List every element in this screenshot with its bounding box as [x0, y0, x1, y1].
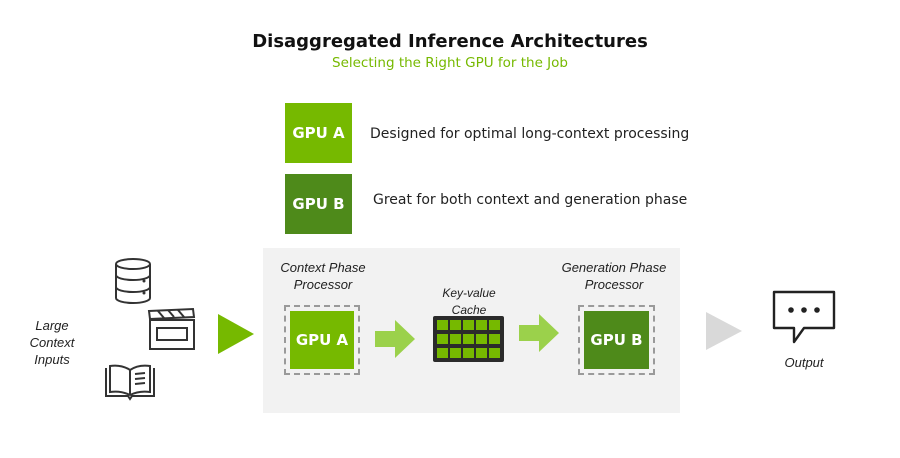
- grid-cache-icon: [433, 316, 504, 362]
- legend-gpu-b-box: GPU B: [285, 174, 352, 234]
- context-phase-label: Context Phase Processor: [266, 259, 380, 293]
- inputs-label-line2: Inputs: [34, 352, 70, 367]
- diagram-title: Disaggregated Inference Architectures: [252, 31, 648, 52]
- context-processor-frame: GPU A: [284, 305, 360, 375]
- output-arrow-icon: [704, 310, 744, 352]
- legend-gpu-b-label: GPU B: [292, 195, 345, 213]
- speech-bubble-icon: [772, 290, 836, 346]
- context-phase-line2: Processor: [293, 277, 353, 292]
- legend-gpu-a-box: GPU A: [285, 103, 352, 163]
- legend-gpu-a-description: Designed for optimal long-context proces…: [370, 126, 690, 142]
- generation-phase-label: Generation Phase Processor: [548, 259, 680, 293]
- generation-processor-frame: GPU B: [578, 305, 655, 375]
- inputs-label-line1: Large Context: [29, 318, 75, 350]
- input-arrow-icon: [216, 312, 256, 356]
- database-icon: [113, 257, 153, 305]
- generation-phase-line2: Processor: [584, 277, 644, 292]
- kv-cache-line1: Key-value: [442, 286, 496, 300]
- generation-gpu-b-box: GPU B: [584, 311, 649, 369]
- inputs-label: Large Context Inputs: [12, 317, 92, 368]
- clapperboard-icon: [146, 307, 198, 351]
- legend-gpu-a-label: GPU A: [292, 124, 345, 142]
- generation-phase-line1: Generation Phase: [561, 260, 667, 275]
- context-to-cache-arrow-icon: [374, 318, 416, 360]
- context-gpu-a-box: GPU A: [290, 311, 354, 369]
- context-gpu-label: GPU A: [295, 331, 349, 349]
- kv-cache-line2: Cache: [451, 303, 487, 317]
- book-icon: [104, 362, 156, 402]
- context-phase-line1: Context Phase: [280, 260, 366, 275]
- generation-gpu-label: GPU B: [590, 331, 643, 349]
- legend-gpu-b-description: Great for both context and generation ph…: [373, 192, 688, 208]
- diagram-subtitle: Selecting the Right GPU for the Job: [332, 55, 568, 71]
- kv-cache-label: Key-value Cache: [428, 285, 510, 319]
- cache-to-generation-arrow-icon: [518, 312, 560, 354]
- output-label: Output: [784, 355, 824, 370]
